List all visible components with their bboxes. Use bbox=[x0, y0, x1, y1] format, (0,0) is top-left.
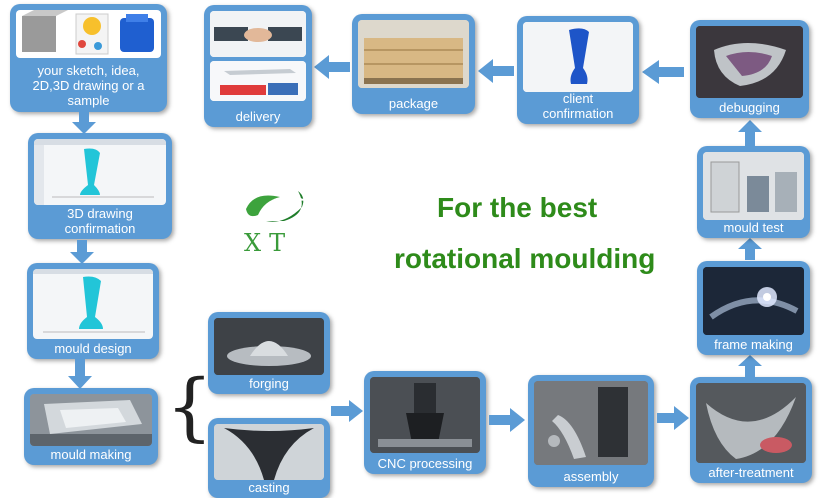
step-assembly: assembly bbox=[528, 375, 654, 487]
step-mould-making: mould making bbox=[24, 388, 158, 465]
cnc-label: CNC processing bbox=[377, 456, 473, 471]
frame-making-label: frame making bbox=[714, 337, 793, 352]
arrow-to-client-confirmation bbox=[642, 60, 684, 84]
step-forging: forging bbox=[208, 312, 330, 394]
sketch-label: your sketch, idea, 2D,3D drawing or a sa… bbox=[32, 63, 145, 108]
casting-label: casting bbox=[248, 480, 290, 495]
package-image bbox=[358, 20, 469, 88]
debugging-label: debugging bbox=[719, 100, 780, 115]
client-confirmation-label: client confirmation bbox=[542, 91, 614, 121]
logo-text: XT bbox=[244, 229, 294, 257]
delivery-image-transport bbox=[210, 61, 306, 101]
step-after-treatment: after-treatment bbox=[690, 377, 812, 483]
arrow-to-cnc bbox=[331, 400, 363, 422]
assembly-label: assembly bbox=[563, 469, 619, 484]
debugging-image bbox=[696, 26, 803, 98]
frame-making-image bbox=[703, 267, 804, 335]
arrow-to-package bbox=[478, 59, 514, 83]
package-label: package bbox=[388, 96, 439, 111]
forging-image bbox=[214, 318, 324, 375]
client-confirmation-image bbox=[523, 22, 633, 92]
mould-design-label: mould design bbox=[54, 341, 132, 356]
step-client-confirmation: client confirmation bbox=[517, 16, 639, 124]
arrow-down-1 bbox=[72, 112, 96, 134]
step-casting: casting bbox=[208, 418, 330, 498]
step-package: package bbox=[352, 14, 475, 114]
casting-image bbox=[214, 424, 324, 480]
arrow-up-to-frame bbox=[738, 355, 762, 377]
arrow-up-to-debugging bbox=[738, 120, 762, 146]
mould-making-label: mould making bbox=[50, 447, 132, 462]
step-delivery: delivery bbox=[204, 5, 312, 127]
step-mould-design: mould design bbox=[27, 263, 159, 359]
arrow-to-after-treatment bbox=[657, 406, 689, 430]
delivery-image-handshake bbox=[210, 11, 306, 57]
step-frame-making: frame making bbox=[697, 261, 810, 355]
mould-design-image bbox=[33, 269, 153, 339]
arrow-up-to-mould-test bbox=[738, 238, 762, 260]
sketch-image bbox=[16, 10, 161, 58]
arrow-down-3 bbox=[68, 359, 92, 389]
arrow-down-2 bbox=[70, 240, 94, 264]
mould-making-image bbox=[30, 394, 152, 446]
assembly-image bbox=[534, 381, 648, 465]
forging-label: forging bbox=[249, 376, 289, 391]
headline-line-2: rotational moulding bbox=[394, 243, 656, 274]
step-sketch: your sketch, idea, 2D,3D drawing or a sa… bbox=[10, 4, 167, 112]
step-3d-drawing-confirmation: 3D drawing confirmation bbox=[28, 133, 172, 239]
brace-symbol: { bbox=[166, 364, 214, 450]
mould-test-image bbox=[703, 152, 804, 220]
arrow-to-delivery bbox=[314, 55, 350, 79]
drawing-confirmation-image bbox=[34, 139, 166, 205]
mould-test-label: mould test bbox=[723, 220, 784, 235]
drawing-confirmation-label: 3D drawing confirmation bbox=[64, 206, 136, 236]
after-treatment-label: after-treatment bbox=[708, 465, 794, 480]
step-mould-test: mould test bbox=[697, 146, 810, 238]
cnc-image bbox=[370, 377, 480, 453]
after-treatment-image bbox=[696, 383, 806, 463]
headline-line-1: For the best bbox=[437, 192, 598, 223]
xt-logo-icon bbox=[246, 191, 308, 222]
step-cnc-processing: CNC processing bbox=[364, 371, 486, 474]
delivery-label: delivery bbox=[235, 109, 281, 124]
step-debugging: debugging bbox=[690, 20, 809, 118]
arrow-to-assembly bbox=[489, 408, 525, 432]
